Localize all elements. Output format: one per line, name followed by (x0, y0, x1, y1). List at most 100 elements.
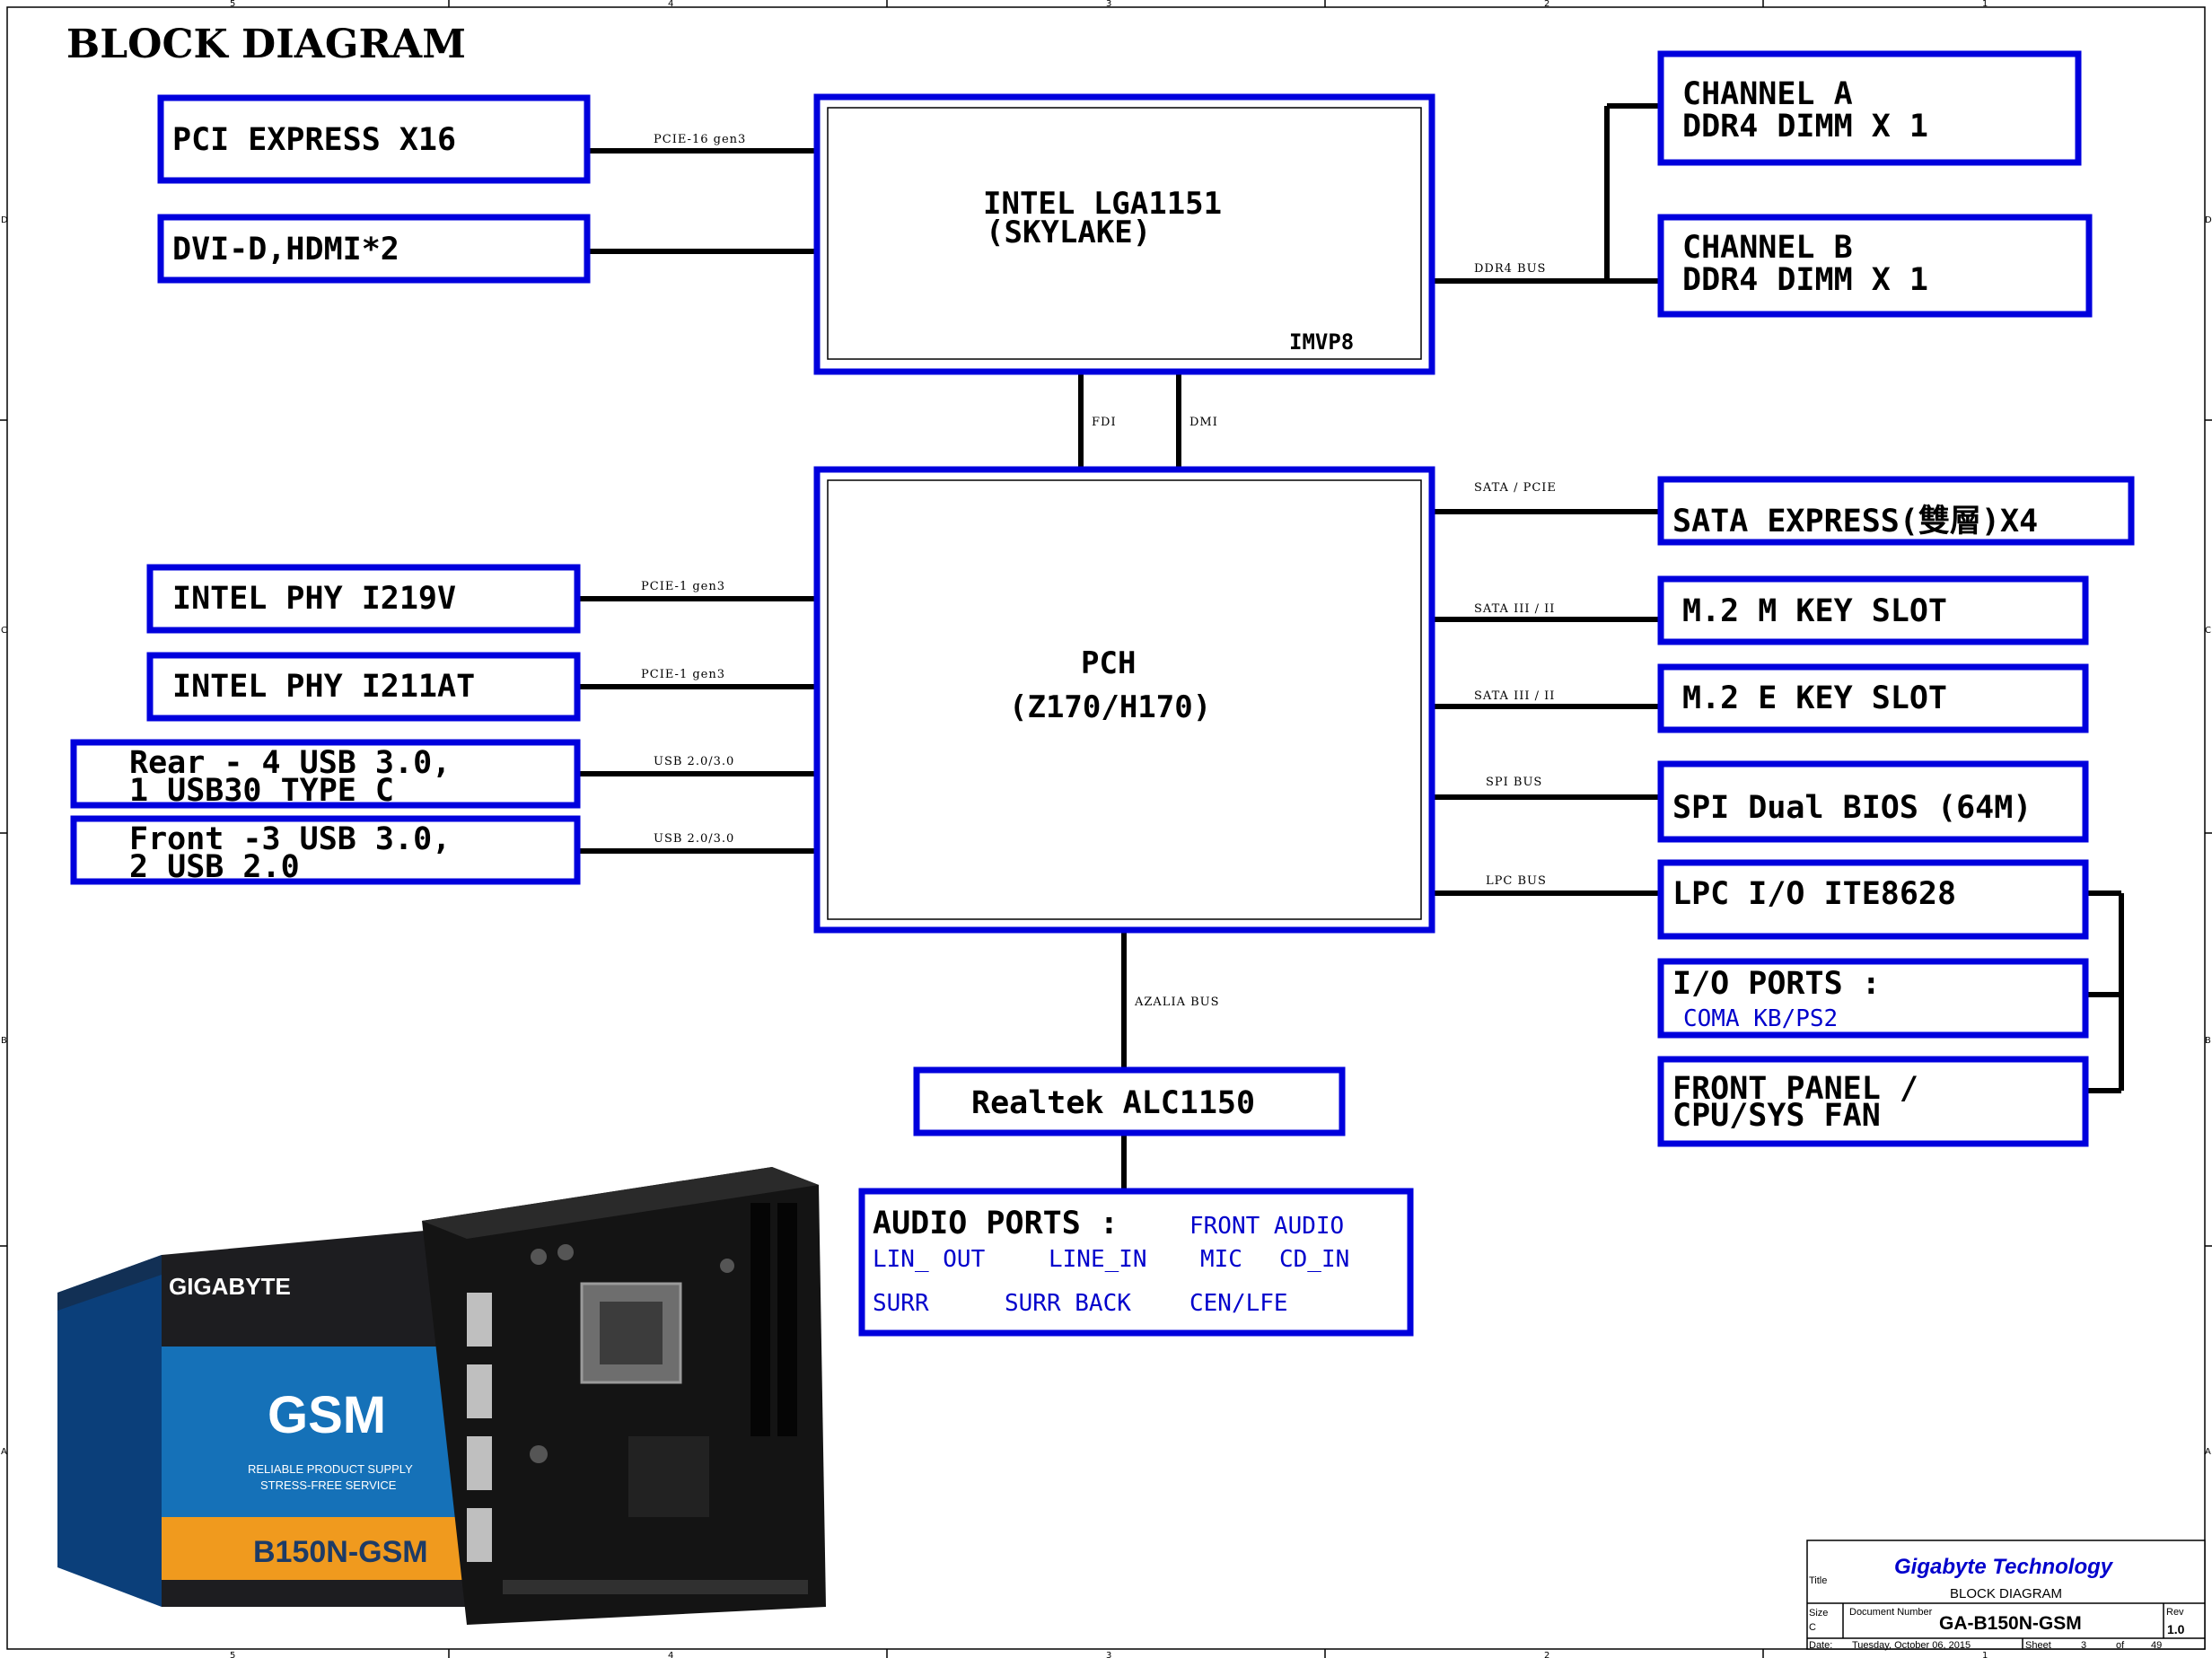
sata-express-block: SATA EXPRESS(雙層)X4 (1657, 476, 2135, 546)
bus-wires (577, 103, 2124, 1189)
display-block: DVI-D,HDMI*2 (157, 214, 591, 284)
lpc-io-block: LPC I/O ITE8628 (1657, 859, 2089, 940)
spi-bios-label: SPI Dual BIOS (64M) (1672, 790, 2032, 826)
audio-lin-out: LIN_ OUT (873, 1246, 986, 1273)
sheet-label: Sheet (2025, 1640, 2051, 1651)
diagram-title: BLOCK DIAGRAM (66, 22, 466, 67)
bus-label-usb-b: USB 2.0/3.0 (654, 832, 734, 846)
photo-tagline-2: STRESS-FREE SERVICE (260, 1478, 397, 1492)
spi-bios-block: SPI Dual BIOS (64M) (1657, 760, 2089, 843)
col-marker: 3 (1106, 0, 1111, 9)
bus-label-pcie16: PCIE-16 gen3 (654, 133, 746, 146)
bus-label-sata3-a: SATA III / II (1474, 602, 1555, 616)
col-marker: 2 (1544, 0, 1549, 9)
audio-ports-block: AUDIO PORTS : FRONT AUDIO LIN_ OUT LINE_… (858, 1188, 1414, 1337)
pcie-x16-label: PCI EXPRESS X16 (172, 122, 456, 158)
photo-tagline-1: RELIABLE PRODUCT SUPPLY (248, 1462, 413, 1476)
row-marker: B (1, 1036, 7, 1046)
sata-express-label: SATA EXPRESS(雙層)X4 (1672, 504, 2038, 540)
display-label: DVI-D,HDMI*2 (172, 232, 399, 268)
title-label: Title (1809, 1575, 1827, 1586)
io-ports-list: COMA KB/PS2 (1683, 1005, 1838, 1032)
lpc-io-label: LPC I/O ITE8628 (1672, 876, 1956, 912)
col-marker: 1 (1982, 1651, 1988, 1658)
pch-variant: (Z170/H170) (1009, 689, 1211, 725)
cpu-name: INTEL LGA1151 (983, 186, 1222, 222)
row-marker: B (2205, 1036, 2211, 1046)
phy-i219v-block: INTEL PHY I219V (146, 564, 581, 634)
m2-m-key-label: M.2 M KEY SLOT (1682, 593, 1947, 629)
io-ports-block: I/O PORTS : COMA KB/PS2 (1657, 958, 2089, 1039)
bus-label-lpc: LPC BUS (1486, 874, 1547, 888)
rev-label: Rev (2166, 1607, 2184, 1618)
io-ports-heading: I/O PORTS : (1672, 966, 1881, 1002)
phy-i211at-label: INTEL PHY I211AT (172, 669, 475, 705)
bus-label-sata3-b: SATA III / II (1474, 689, 1555, 703)
title-block (1806, 1540, 2206, 1650)
channel-a-line2: DDR4 DIMM X 1 (1682, 109, 1928, 145)
pch-name: PCH (1081, 645, 1136, 681)
usb-front-line1: Front -3 USB 3.0, (129, 821, 451, 857)
col-marker: 4 (668, 1651, 673, 1658)
front-panel-line1: FRONT PANEL / (1672, 1071, 1918, 1107)
company-name: Gigabyte Technology (1894, 1555, 2114, 1579)
page-frame (6, 6, 2206, 1650)
size-value: C (1809, 1622, 1816, 1633)
date-value: Tuesday, October 06, 2015 (1852, 1640, 1971, 1651)
usb-front-line2: 2 USB 2.0 (129, 849, 300, 885)
m2-m-key-block: M.2 M KEY SLOT (1657, 575, 2089, 645)
front-panel-line2: CPU/SYS FAN (1672, 1098, 1881, 1134)
of-label: of (2116, 1640, 2125, 1651)
audio-surr: SURR (873, 1290, 929, 1317)
usb-front-block: Front -3 USB 3.0, 2 USB 2.0 (70, 815, 581, 885)
doc-number-label: Document Number (1849, 1607, 1933, 1618)
photo-series: GSM (268, 1386, 386, 1444)
bus-label-spi: SPI BUS (1486, 776, 1542, 789)
col-marker: 3 (1106, 1651, 1111, 1658)
col-marker: 2 (1544, 1651, 1549, 1658)
channel-a-line1: CHANNEL A (1682, 76, 1853, 112)
channel-a-block: CHANNEL A DDR4 DIMM X 1 (1657, 50, 2082, 166)
phy-i219v-label: INTEL PHY I219V (172, 581, 456, 617)
m2-e-key-label: M.2 E KEY SLOT (1682, 680, 1947, 716)
bus-label-fdi: FDI (1092, 416, 1117, 429)
col-marker: 5 (230, 1651, 235, 1658)
cpu-block: INTEL LGA1151 (SKYLAKE) IMVP8 (813, 93, 1435, 375)
audio-cd-in: CD_IN (1279, 1246, 1349, 1273)
front-panel-block: FRONT PANEL / CPU/SYS FAN (1657, 1056, 2089, 1147)
usb-rear-block: Rear - 4 USB 3.0, 1 USB30 TYPE C (70, 739, 581, 809)
row-marker: A (1, 1447, 7, 1457)
row-marker: C (1, 626, 7, 636)
photo-brand: GIGABYTE (169, 1273, 291, 1300)
bus-label-pcie1-a: PCIE-1 gen3 (641, 580, 725, 593)
doc-number: GA-B150N-GSM (1939, 1613, 2082, 1634)
bus-label-ddr4: DDR4 BUS (1474, 262, 1546, 276)
channel-b-line1: CHANNEL B (1682, 230, 1853, 266)
row-marker: C (2205, 626, 2211, 636)
audio-mic: MIC (1200, 1246, 1242, 1273)
usb-rear-line1: Rear - 4 USB 3.0, (129, 745, 451, 781)
rev-value: 1.0 (2167, 1622, 2185, 1636)
col-marker: 1 (1982, 0, 1988, 9)
col-marker: 5 (230, 0, 235, 9)
cpu-codename: (SKYLAKE) (986, 215, 1151, 250)
size-label: Size (1809, 1608, 1828, 1619)
cpu-vr-label: IMVP8 (1289, 329, 1354, 355)
photo-model: B150N-GSM (253, 1535, 428, 1569)
pch-block: PCH (Z170/H170) (813, 466, 1435, 934)
phy-i211at-block: INTEL PHY I211AT (146, 652, 581, 722)
row-marker: A (2205, 1447, 2211, 1457)
row-marker: D (2205, 215, 2212, 225)
bus-label-usb-a: USB 2.0/3.0 (654, 755, 734, 768)
bus-label-pcie1-b: PCIE-1 gen3 (641, 668, 725, 681)
row-marker: D (1, 215, 8, 225)
m2-e-key-block: M.2 E KEY SLOT (1657, 663, 2089, 733)
audio-line-in: LINE_IN (1049, 1246, 1147, 1273)
audio-front-audio: FRONT AUDIO (1189, 1213, 1344, 1240)
channel-b-block: CHANNEL B DDR4 DIMM X 1 (1657, 214, 2093, 318)
audio-ports-heading: AUDIO PORTS : (873, 1206, 1119, 1241)
realtek-codec-block: Realtek ALC1150 (913, 1066, 1346, 1136)
title-block-doc-title: BLOCK DIAGRAM (1950, 1586, 2062, 1601)
